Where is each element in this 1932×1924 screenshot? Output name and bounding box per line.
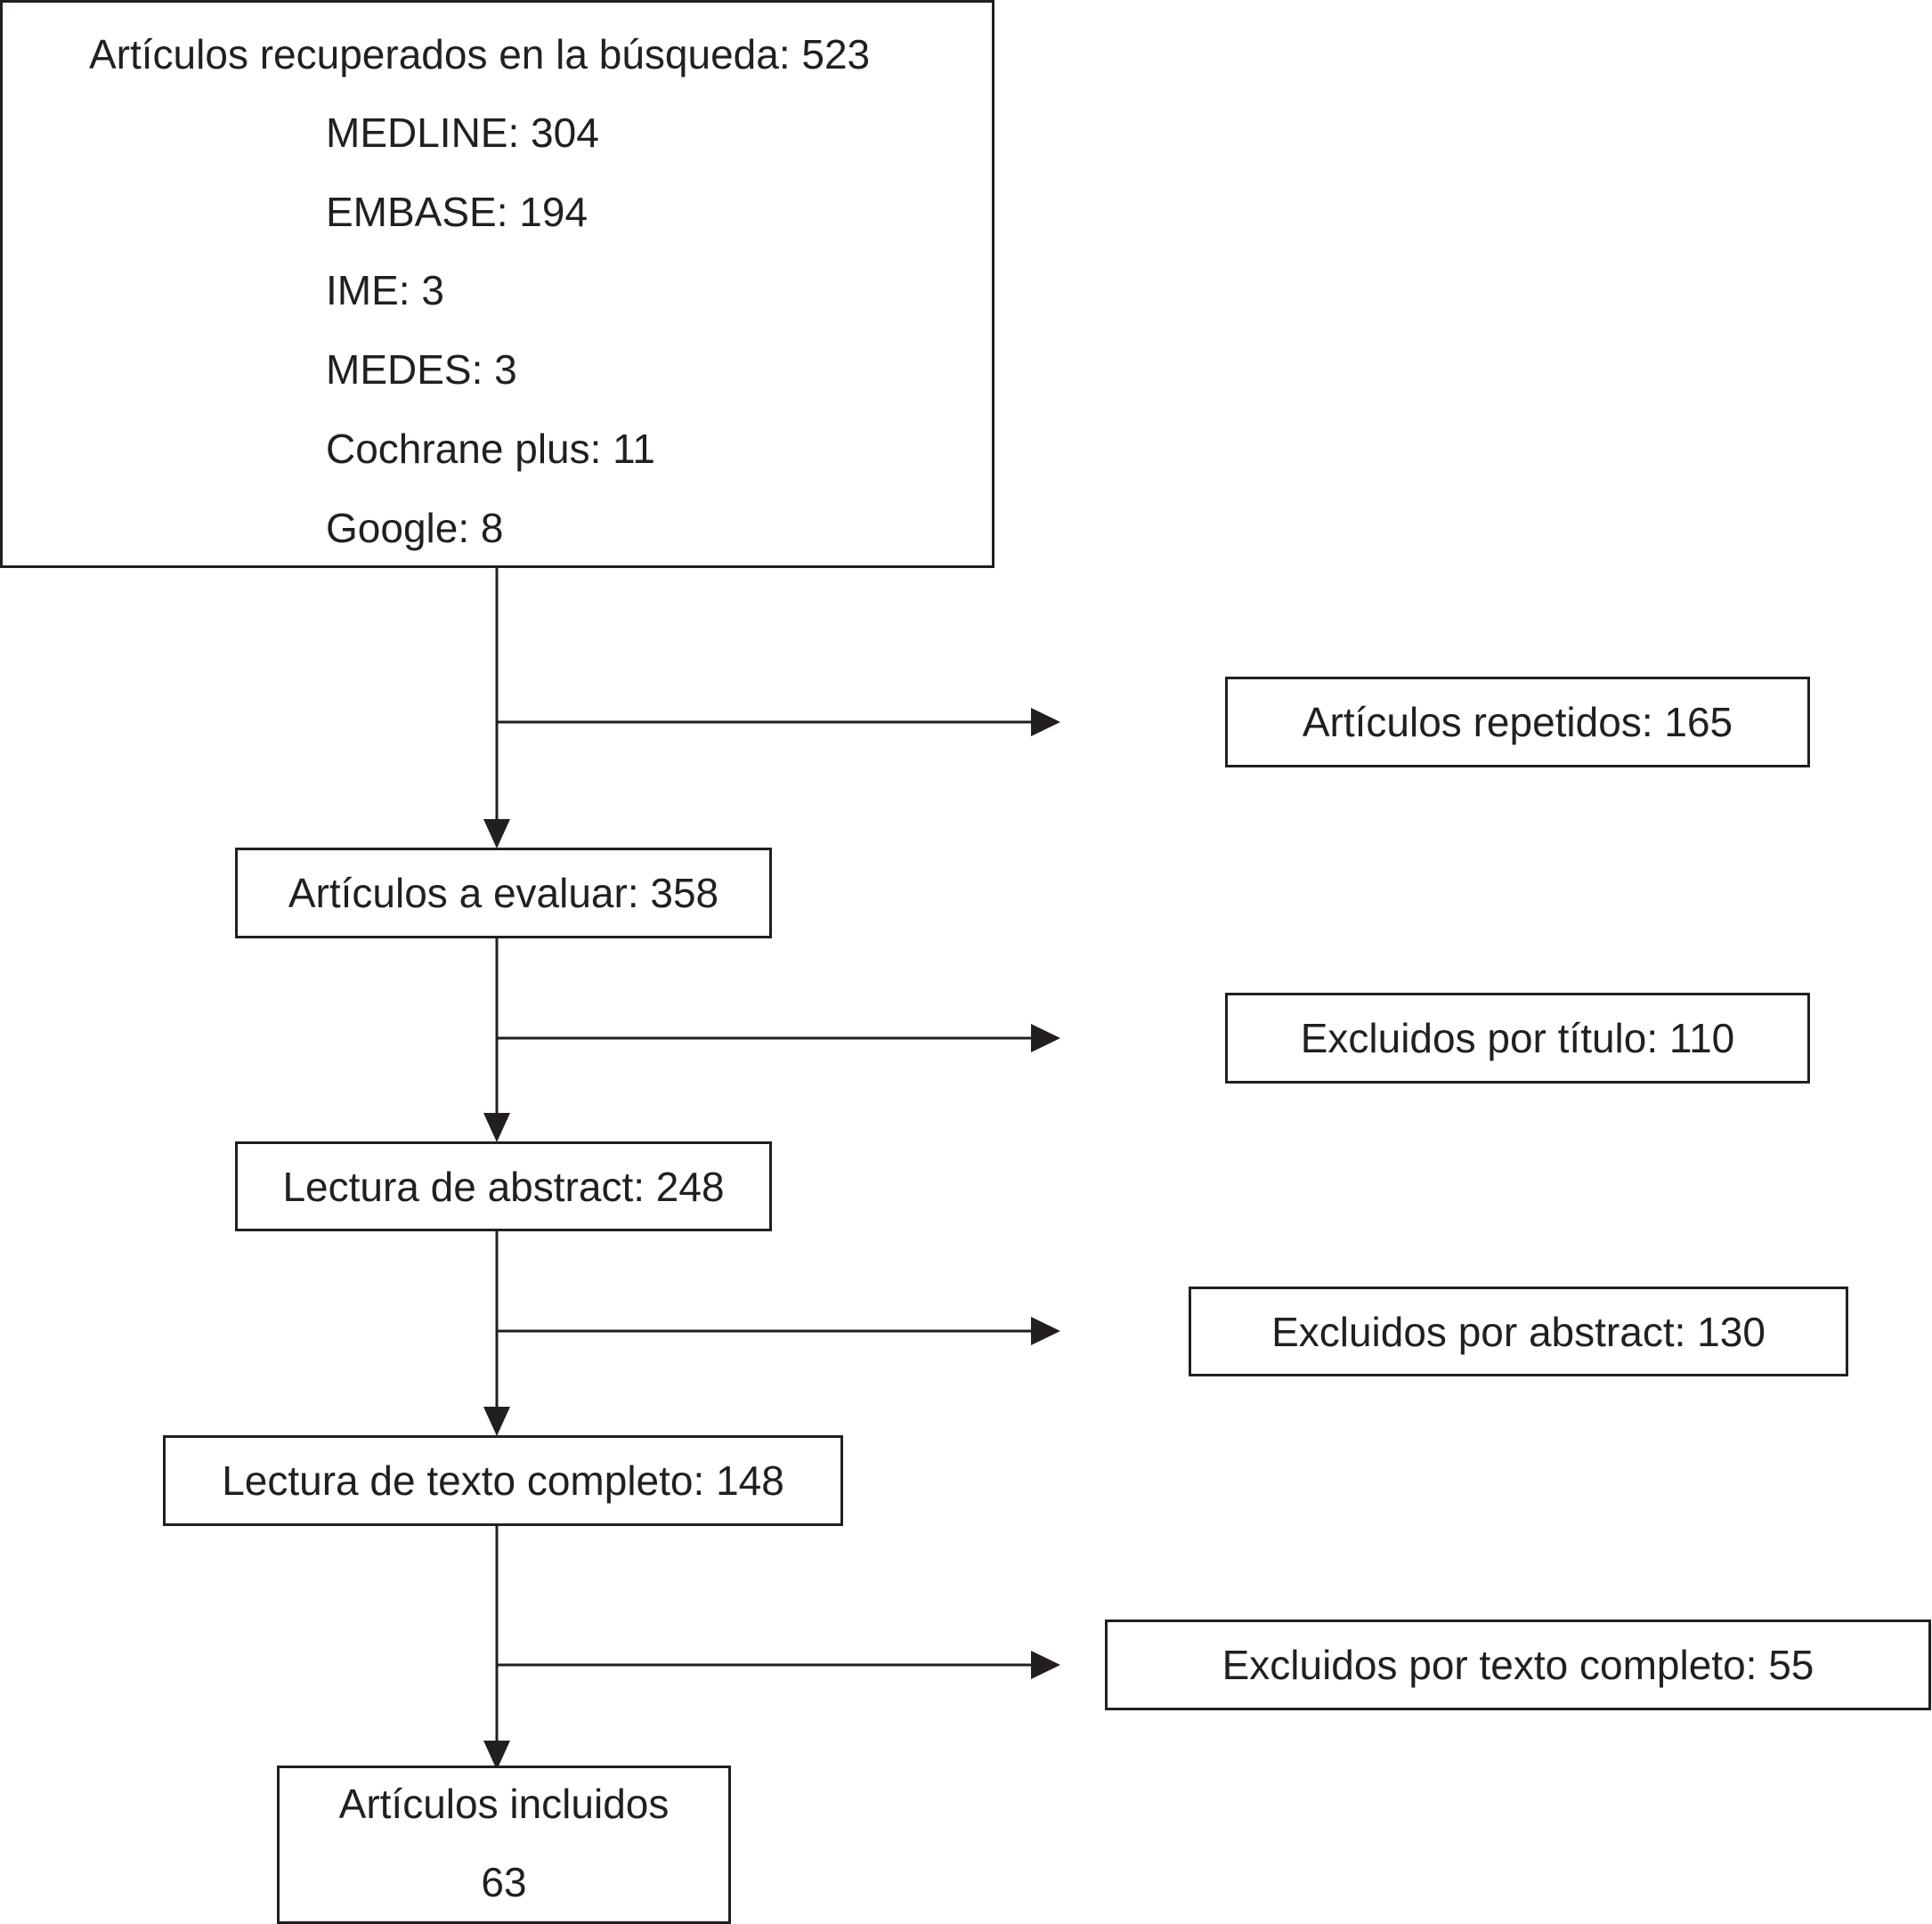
exclusion-abstract-label: Excluidos por abstract: 130 [1271, 1308, 1766, 1355]
arrowhead-down-included [483, 1741, 510, 1770]
step-fulltext-box: Lectura de texto completo: 148 [163, 1435, 843, 1526]
arrowhead-down-fulltext [483, 1407, 510, 1436]
exclusion-abstract-box: Excluidos por abstract: 130 [1189, 1287, 1848, 1376]
arrowhead-right-abstract [1031, 1317, 1060, 1345]
step-abstract-label: Lectura de abstract: 248 [282, 1163, 725, 1210]
exclusion-repeated-box: Artículos repetidos: 165 [1225, 677, 1810, 767]
source-cochrane: Cochrane plus: 11 [326, 426, 655, 472]
search-results-title: Artículos recuperados en la búsqueda: 52… [89, 31, 871, 77]
arrowhead-down-evaluate [483, 819, 510, 848]
step-abstract-box: Lectura de abstract: 248 [235, 1141, 772, 1231]
arrowhead-down-abstract [483, 1113, 510, 1142]
source-ime: IME: 3 [326, 267, 444, 313]
exclusion-title-box: Excluidos por título: 110 [1225, 993, 1810, 1084]
included-label: Artículos incluidos [338, 1781, 670, 1827]
source-medline: MEDLINE: 304 [326, 110, 599, 156]
source-google: Google: 8 [326, 505, 504, 551]
exclusion-title-label: Excluidos por título: 110 [1300, 1015, 1735, 1061]
exclusion-fulltext-label: Excluidos por texto completo: 55 [1222, 1642, 1814, 1688]
included-count: 63 [481, 1859, 527, 1905]
step-evaluate-box: Artículos a evaluar: 358 [235, 848, 772, 938]
step-fulltext-label: Lectura de texto completo: 148 [222, 1457, 784, 1504]
arrowhead-right-repeated [1031, 708, 1060, 736]
search-results-box: Artículos recuperados en la búsqueda: 52… [0, 0, 994, 568]
source-medes: MEDES: 3 [326, 346, 517, 393]
source-embase: EMBASE: 194 [326, 189, 589, 235]
exclusion-repeated-label: Artículos repetidos: 165 [1302, 699, 1733, 745]
included-box: Artículos incluidos 63 [277, 1766, 731, 1924]
arrowhead-right-title [1031, 1024, 1060, 1052]
arrowhead-right-fulltext [1031, 1651, 1060, 1679]
exclusion-fulltext-box: Excluidos por texto completo: 55 [1105, 1620, 1931, 1710]
step-evaluate-label: Artículos a evaluar: 358 [288, 870, 719, 916]
